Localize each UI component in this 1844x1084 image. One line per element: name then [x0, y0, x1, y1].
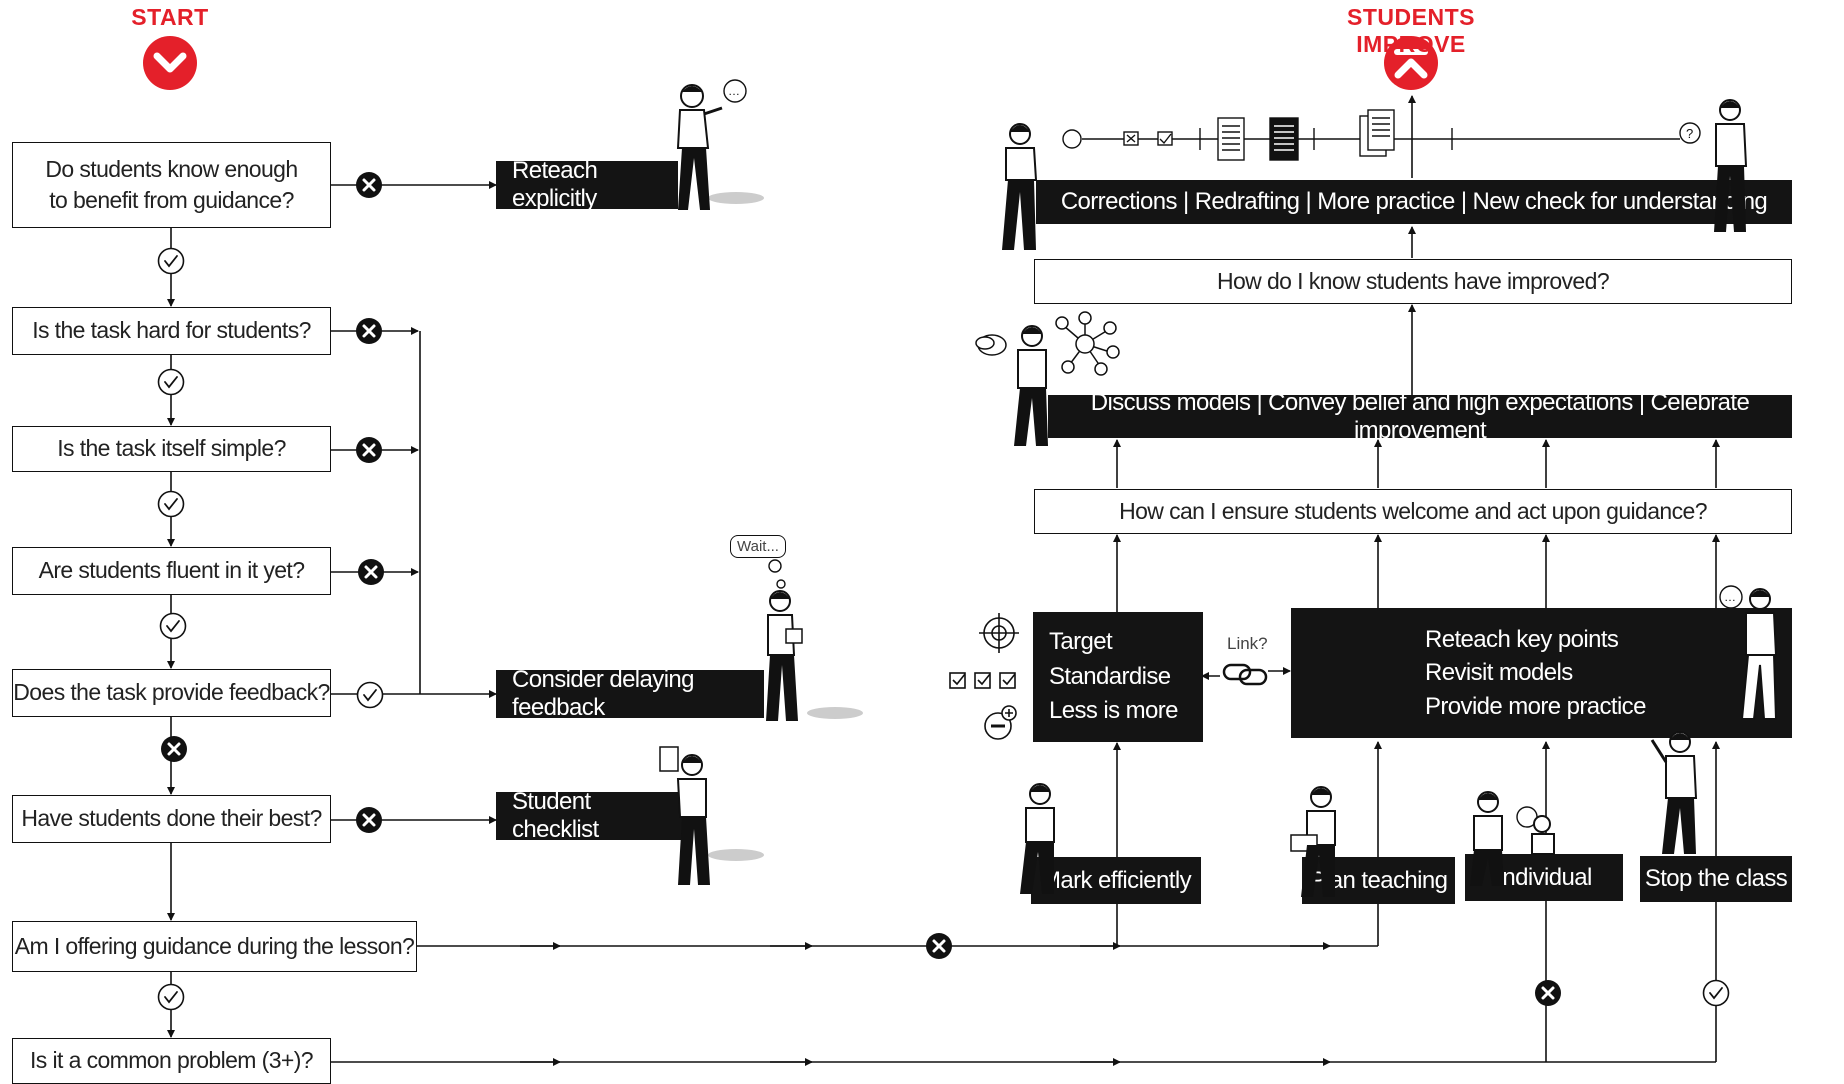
- action-student-checklist: Student checklist: [496, 788, 682, 843]
- students-improve-icon: [1384, 36, 1438, 90]
- question-task-simple: Is the task itself simple?: [12, 426, 331, 472]
- teacher-figure-individual: [1470, 791, 1555, 886]
- action-reteach-explicitly: Reteach explicitly: [496, 157, 678, 212]
- svg-text:…: …: [1724, 590, 1736, 604]
- teacher-figure-reteach: [676, 84, 764, 210]
- wait-thought-bubble: Wait...: [730, 535, 786, 558]
- svg-text:…: …: [728, 84, 740, 98]
- link-label: Link?: [1227, 634, 1268, 653]
- checkbox-icons: [949, 672, 1016, 689]
- svg-text:?: ?: [1686, 126, 1693, 141]
- start-header: START: [131, 4, 209, 30]
- target-icon: [979, 613, 1019, 653]
- teacher-figure-marking: [1020, 783, 1055, 894]
- teacher-figure-new-check: [1714, 99, 1748, 232]
- question-guidance-during-lesson: Am I offering guidance during the lesson…: [12, 921, 417, 972]
- teacher-figure-reteach-key-points: [1740, 588, 1778, 720]
- question-task-hard: Is the task hard for students?: [12, 307, 331, 355]
- action-stop-the-class: Stop the class: [1640, 856, 1792, 902]
- teacher-figure-corrections: [1002, 123, 1038, 250]
- question-task-feedback: Does the task provide feedback?: [12, 669, 331, 717]
- question-common-problem: Is it a common problem (3+)?: [12, 1038, 331, 1084]
- teacher-figure-planning: [1290, 786, 1336, 897]
- target-standardise-box: Target Standardise Less is more: [1033, 612, 1203, 742]
- timeline-icons: ?: [1062, 109, 1701, 161]
- action-mark-efficiently: Mark efficiently: [1031, 857, 1201, 904]
- teacher-figure-discuss: [1014, 325, 1048, 446]
- question-know-enough: Do students know enough to benefit from …: [12, 142, 331, 228]
- link-chain-icon: [1222, 663, 1268, 686]
- action-consider-delaying-feedback: Consider delaying feedback: [496, 666, 764, 721]
- discuss-models-bar: Discuss models | Convey belief and high …: [1048, 389, 1792, 444]
- speech-bubbles: … …: [723, 79, 1743, 828]
- question-fluent: Are students fluent in it yet?: [12, 547, 331, 595]
- minus-plus-icon: [984, 705, 1017, 740]
- teacher-figure-checklist: [659, 746, 764, 885]
- question-done-best: Have students done their best?: [12, 795, 331, 843]
- teacher-figure-waiting: [766, 590, 863, 721]
- question-welcome-guidance: How can I ensure students welcome and ac…: [1034, 489, 1792, 534]
- question-know-improved: How do I know students have improved?: [1034, 259, 1792, 304]
- network-icon: [975, 311, 1120, 376]
- students-improve-header: STUDENTS IMPROVE: [1347, 4, 1475, 57]
- teacher-figure-stop-class: [1650, 731, 1698, 854]
- reteach-key-points-box: Reteach key points Revisit models Provid…: [1291, 608, 1792, 738]
- start-icon: [143, 36, 197, 90]
- corrections-bar: Corrections | Redrafting | More practice…: [1036, 180, 1792, 224]
